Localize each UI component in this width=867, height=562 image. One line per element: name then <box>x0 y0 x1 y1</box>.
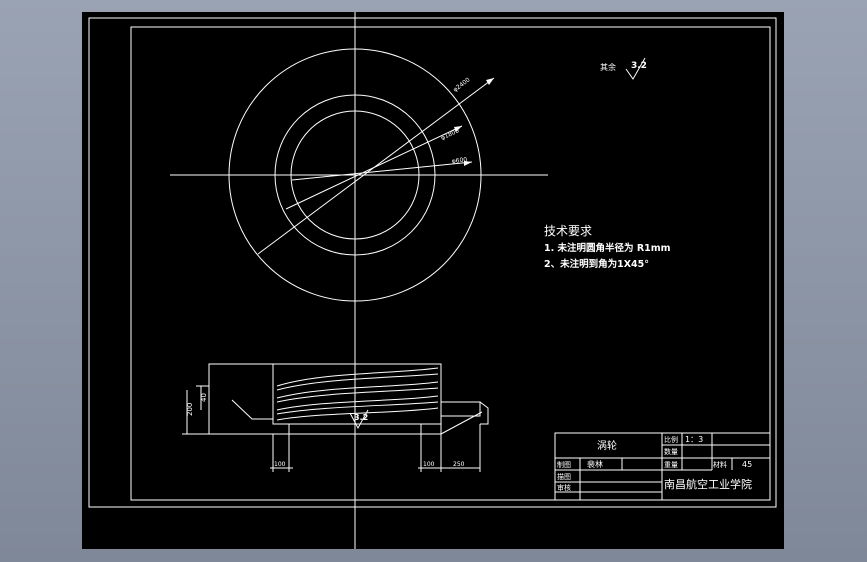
inner-border <box>130 26 771 501</box>
roughness-value: 3.2 <box>631 61 647 71</box>
inner-circle <box>290 110 420 240</box>
arrow-outer <box>486 78 494 85</box>
tooth-curve-2 <box>276 381 439 399</box>
outer-circle <box>228 48 482 302</box>
ratio-label: 比例 <box>664 435 678 444</box>
section-roughness-value: 3.2 <box>354 413 368 422</box>
ratio-value: 1：3 <box>685 435 703 444</box>
dim-right-100: 100 <box>423 461 435 468</box>
tooth-curve-1 <box>276 367 439 387</box>
arrow-mid <box>454 126 462 132</box>
dim-height-200: 200 <box>186 403 194 416</box>
checked-label: 审核 <box>557 483 571 492</box>
dim-inner-diameter: φ600 <box>451 156 467 165</box>
dim-outer-diameter: φ2400 <box>452 76 472 93</box>
dim-height-40: 40 <box>200 393 208 402</box>
roughness-label: 其余 <box>600 62 616 72</box>
web-right <box>441 401 481 417</box>
material-label: 材料 <box>713 460 727 469</box>
middle-circle <box>274 94 436 256</box>
leader-inner <box>291 161 473 181</box>
drawn-value: 裴林 <box>587 459 603 469</box>
web-left <box>231 399 273 420</box>
school-name: 南昌航空工业学院 <box>664 477 752 491</box>
tooth-curve-3 <box>276 395 439 411</box>
drawn-label: 制图 <box>557 460 571 469</box>
drawing-svg: φ2400 φ1800 φ600 其余 3.2 技术要求 1. 未注明圆角半径为… <box>88 12 777 549</box>
leader-outer <box>257 77 495 255</box>
qty-label: 数量 <box>664 447 678 456</box>
dim-left-100: 100 <box>274 461 286 468</box>
section-roughness-symbol <box>349 409 369 430</box>
tech-req-line-2: 2、未注明到角为1X45° <box>544 258 649 270</box>
material-value: 45 <box>742 460 752 469</box>
dim-mid-diameter: φ1800 <box>440 127 461 142</box>
outer-frame <box>88 17 777 508</box>
title-block: 涡轮 比例 1：3 数量 重量 材料 45 制图 裴林 描图 审核 南昌航空工业… <box>554 432 771 501</box>
section-view: 3.2 200 40 100 100 250 <box>182 363 489 472</box>
part-name: 涡轮 <box>597 439 617 452</box>
drafted-label: 描图 <box>557 472 571 481</box>
arrow-inner <box>464 161 472 166</box>
roughness-symbol <box>625 57 646 80</box>
leader-mid <box>285 125 463 210</box>
section-inner <box>272 364 441 425</box>
tech-req-title: 技术要求 <box>544 224 592 238</box>
tech-req-line-1: 1. 未注明圆角半径为 R1mm <box>544 242 671 254</box>
tooth-curve-4 <box>276 407 439 421</box>
drawing-canvas[interactable]: φ2400 φ1800 φ600 其余 3.2 技术要求 1. 未注明圆角半径为… <box>82 12 784 549</box>
dim-250: 250 <box>453 461 465 468</box>
weight-label: 重量 <box>664 461 678 469</box>
